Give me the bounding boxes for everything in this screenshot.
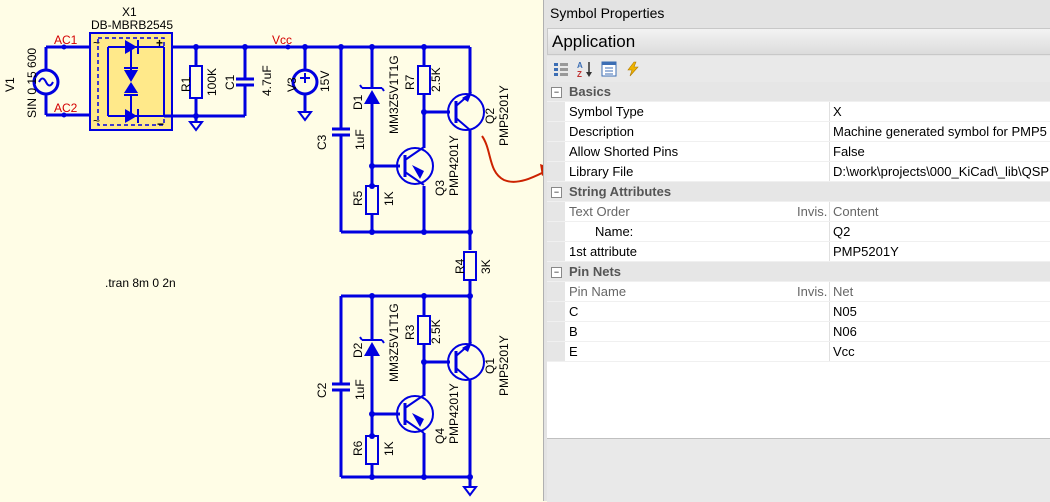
- d2-ref: D2: [351, 342, 365, 358]
- q2-value: PMP5201Y: [497, 85, 511, 146]
- svg-text:A: A: [577, 61, 583, 70]
- r6-value: 1K: [382, 441, 396, 456]
- r5-ref: R5: [351, 190, 365, 206]
- collapse-icon[interactable]: −: [551, 267, 562, 278]
- q1-ref: Q1: [483, 358, 497, 374]
- v3-ref: V3: [285, 77, 299, 92]
- q4-transistor[interactable]: [396, 395, 434, 433]
- r3-ref: R3: [403, 324, 417, 340]
- c3-ref: C3: [315, 134, 329, 150]
- r1-ref: R1: [179, 76, 193, 92]
- lightning-icon[interactable]: [623, 59, 643, 79]
- category-basics[interactable]: − Basics: [547, 82, 1050, 102]
- v1-ref: V1: [3, 77, 17, 92]
- collapse-icon[interactable]: −: [551, 187, 562, 198]
- q3-transistor[interactable]: [396, 147, 434, 185]
- ground-symbol: [188, 121, 204, 132]
- property-grid-empty-area: [547, 362, 1050, 438]
- r5-value: 1K: [382, 191, 396, 206]
- property-row[interactable]: Name:Q2: [547, 222, 1050, 242]
- v1-value: SIN 0 15 600: [25, 48, 39, 118]
- v3-value: 15V: [318, 71, 332, 92]
- r1-value: 100K: [205, 68, 219, 96]
- bridge-tilde-bottom: ~: [93, 114, 100, 128]
- d1-value: MM3Z5V1T1G: [387, 55, 401, 134]
- categorized-icon[interactable]: [551, 59, 571, 79]
- net-label-ac2: AC2: [54, 101, 78, 115]
- bridge-tilde-top: ~: [93, 36, 100, 50]
- q2-transistor[interactable]: [447, 93, 485, 131]
- c1-ref: C1: [223, 74, 237, 90]
- collapse-icon[interactable]: −: [551, 87, 562, 98]
- r7-ref: R7: [403, 74, 417, 90]
- q2-ref: Q2: [483, 108, 497, 124]
- category-pin-nets[interactable]: − Pin Nets: [547, 262, 1050, 282]
- r6-ref: R6: [351, 440, 365, 456]
- r6-resistor[interactable]: [365, 435, 379, 465]
- category-string-attributes[interactable]: − String Attributes: [547, 182, 1050, 202]
- net-label-vcc: Vcc: [272, 33, 292, 47]
- panel-title: Symbol Properties: [544, 0, 1050, 26]
- v1-source-symbol[interactable]: [32, 68, 60, 96]
- d2-value: MM3Z5V1T1G: [387, 303, 401, 382]
- x1-value: DB-MBRB2545: [91, 18, 173, 32]
- q3-ref: Q3: [433, 180, 447, 196]
- q1-value: PMP5201Y: [497, 335, 511, 396]
- schematic-drawing[interactable]: V1 SIN 0 15 600 AC1 AC2 X1 DB-MBRB2545 ~…: [0, 0, 543, 501]
- bridge-plus: +: [156, 36, 163, 50]
- q3-value: PMP4201Y: [447, 135, 461, 196]
- q1-transistor[interactable]: [447, 343, 485, 381]
- r3-value: 2.5K: [429, 319, 443, 344]
- r5-resistor[interactable]: [365, 185, 379, 215]
- c1-value: 4.7uF: [260, 65, 274, 96]
- net-label-ac1: AC1: [54, 33, 78, 47]
- q4-value: PMP4201Y: [447, 383, 461, 444]
- bridge-minus: −: [157, 117, 164, 131]
- property-pages-icon[interactable]: [599, 59, 619, 79]
- annotation-arrow: [481, 135, 543, 183]
- d1-ref: D1: [351, 94, 365, 110]
- r7-value: 2.5K: [429, 67, 443, 92]
- r4-value: 3K: [479, 259, 493, 274]
- q4-ref: Q4: [433, 428, 447, 444]
- r4-ref: R4: [453, 258, 467, 274]
- c2-value: 1uF: [353, 379, 367, 400]
- application-header: Application: [547, 28, 1050, 55]
- spice-directive: .tran 8m 0 2n: [105, 276, 176, 290]
- svg-text:Z: Z: [577, 70, 582, 78]
- c3-value: 1uF: [353, 129, 367, 150]
- c2-ref: C2: [315, 382, 329, 398]
- x1-ref: X1: [122, 5, 137, 19]
- schematic-canvas[interactable]: V1 SIN 0 15 600 AC1 AC2 X1 DB-MBRB2545 ~…: [0, 0, 543, 501]
- description-pane: [547, 438, 1050, 502]
